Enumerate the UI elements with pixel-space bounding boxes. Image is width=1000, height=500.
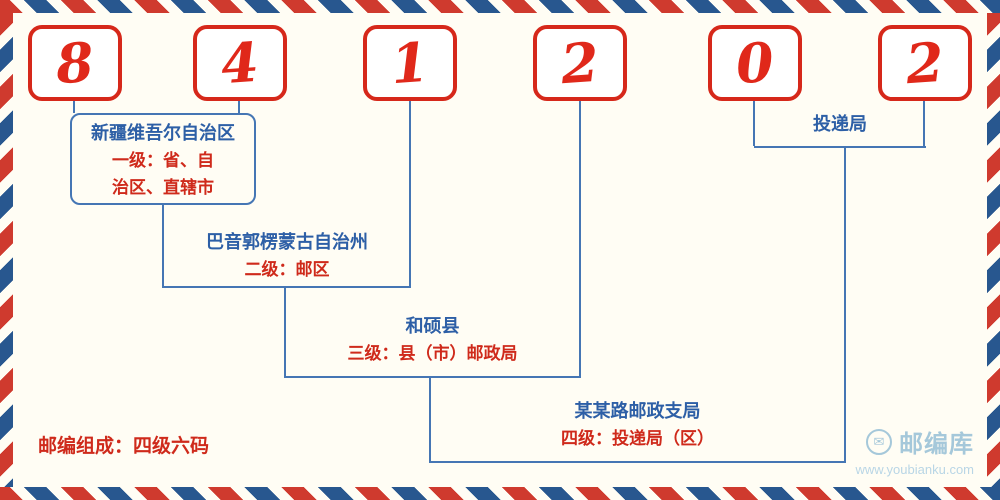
digit-3: 1 bbox=[389, 29, 431, 97]
airmail-border-top bbox=[0, 0, 1000, 13]
connector-line bbox=[284, 286, 286, 378]
watermark: ✉ 邮编库 www.youbianku.com bbox=[855, 424, 975, 477]
connector-line bbox=[73, 101, 75, 113]
digit-5: 0 bbox=[734, 29, 776, 97]
digit-box-3: 1 bbox=[363, 25, 457, 101]
connector-line bbox=[162, 286, 411, 288]
digit-4: 2 bbox=[559, 29, 601, 97]
connector-line bbox=[753, 101, 755, 146]
digit-box-1: 8 bbox=[28, 25, 122, 101]
digit-box-2: 4 bbox=[193, 25, 287, 101]
level1-desc-line2: 治区、直辖市 bbox=[112, 178, 214, 197]
level4-label: 某某路邮政支局 四级：投递局（区） bbox=[429, 397, 846, 452]
level1-label-box: 新疆维吾尔自治区 一级：省、自 治区、直辖市 bbox=[70, 113, 256, 205]
airmail-border-bottom bbox=[0, 487, 1000, 500]
airmail-border-right bbox=[987, 13, 1000, 487]
connector-line bbox=[429, 461, 846, 463]
digit-6: 2 bbox=[904, 29, 946, 97]
level3-label: 和硕县 三级：县（市）邮政局 bbox=[284, 312, 581, 367]
envelope-logo-icon: ✉ bbox=[866, 428, 892, 455]
delivery-office-label: 投递局 bbox=[754, 110, 926, 138]
brand-name: 邮编库 bbox=[899, 431, 974, 458]
level2-label: 巴音郭楞蒙古自治州 二级：邮区 bbox=[162, 228, 412, 283]
digit-1: 8 bbox=[54, 29, 96, 97]
level2-desc: 二级：邮区 bbox=[244, 260, 330, 279]
connector-line bbox=[754, 146, 926, 148]
airmail-border-left bbox=[0, 13, 13, 487]
digit-box-4: 2 bbox=[533, 25, 627, 101]
level1-desc-line1: 一级：省、自 bbox=[112, 151, 214, 170]
level3-region: 和硕县 bbox=[405, 316, 460, 336]
connector-line bbox=[844, 146, 846, 463]
level2-region: 巴音郭楞蒙古自治州 bbox=[206, 232, 368, 252]
connector-line bbox=[429, 376, 431, 463]
level4-desc: 四级：投递局（区） bbox=[561, 429, 714, 448]
digit-2: 4 bbox=[219, 29, 261, 97]
connector-line bbox=[162, 205, 164, 288]
level1-region: 新疆维吾尔自治区 bbox=[91, 123, 235, 143]
connector-line bbox=[409, 101, 411, 288]
level4-region: 某某路邮政支局 bbox=[574, 401, 701, 421]
level3-desc: 三级：县（市）邮政局 bbox=[347, 344, 518, 363]
digit-box-6: 2 bbox=[878, 25, 972, 101]
digit-box-5: 0 bbox=[708, 25, 802, 101]
delivery-office-text: 投递局 bbox=[813, 114, 867, 134]
composition-note: 邮编组成：四级六码 bbox=[38, 436, 210, 457]
connector-line bbox=[238, 101, 240, 113]
connector-line bbox=[923, 101, 925, 146]
connector-line bbox=[284, 376, 581, 378]
connector-line bbox=[579, 101, 581, 378]
website-url-link[interactable]: www.youbianku.com bbox=[855, 462, 975, 477]
